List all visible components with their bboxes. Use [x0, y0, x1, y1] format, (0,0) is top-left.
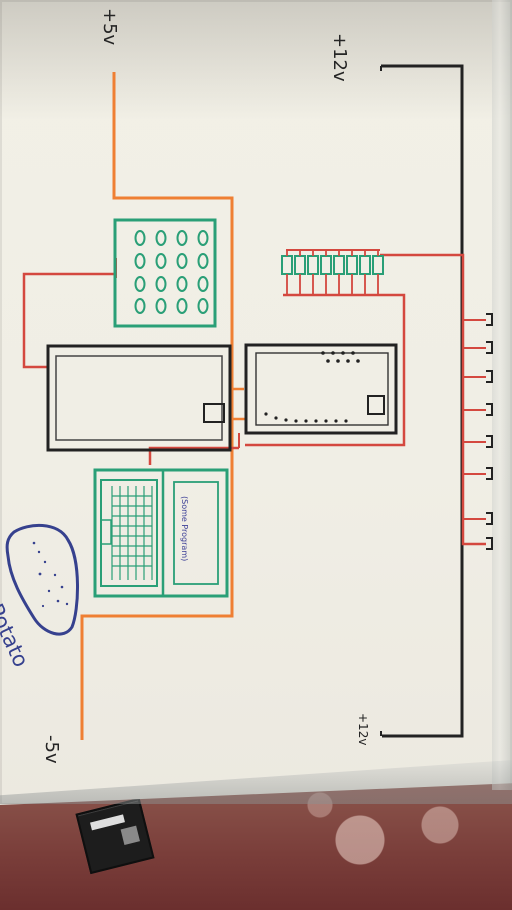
label-top-left-voltage: +5v [99, 8, 120, 46]
potato-sketch [5, 523, 79, 636]
board-right-frame [492, 0, 512, 790]
red-laptop-wire [148, 446, 239, 465]
red-right-wire [380, 253, 486, 546]
red-keypad-wire [22, 272, 116, 320]
laptop [93, 468, 229, 598]
right-led-taps [463, 313, 493, 550]
microcontroller-board [244, 343, 398, 435]
orange-branches [232, 387, 245, 421]
black-power-wire [381, 64, 464, 738]
board-shadow [0, 0, 512, 120]
left-board [46, 344, 232, 452]
red-board-loop [245, 293, 406, 447]
red-left-wire [22, 320, 48, 369]
orange-main-wire [80, 72, 234, 740]
label-top-right-voltage: +12v [329, 33, 350, 82]
keypad [113, 218, 217, 328]
led-array [281, 249, 384, 295]
label-laptop-screen: (Some Program) [180, 496, 189, 562]
label-bottom-right-voltage: +12v [356, 713, 370, 746]
label-bottom-left-voltage: -5v [41, 735, 62, 764]
